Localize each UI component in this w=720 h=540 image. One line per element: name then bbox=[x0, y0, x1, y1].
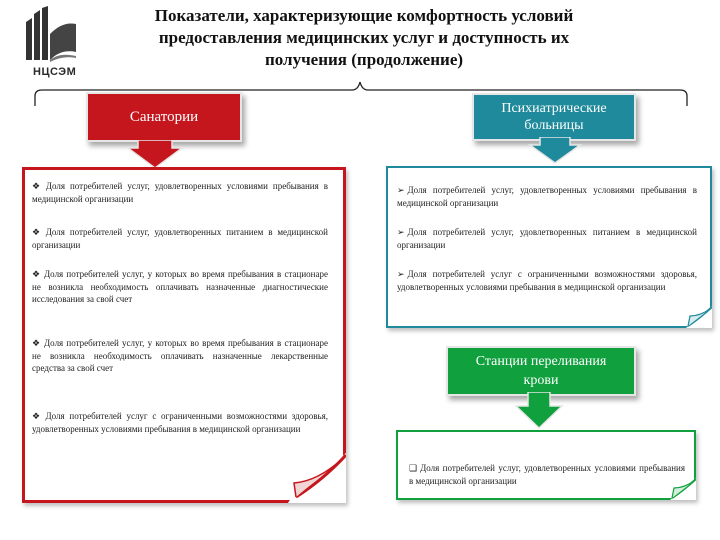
page-curl-icon bbox=[686, 306, 712, 328]
diamond-bullet-icon: ❖ bbox=[32, 412, 43, 422]
blood-header-line-1: Станции переливания bbox=[475, 354, 607, 369]
page-curl-icon bbox=[288, 453, 346, 503]
red-down-arrow-icon bbox=[125, 140, 185, 169]
title-line-3: получения (продолжение) bbox=[264, 50, 464, 69]
logo-icon bbox=[26, 6, 76, 62]
blood-header: Станции переливания крови bbox=[446, 346, 636, 396]
blue-down-arrow-icon bbox=[527, 137, 583, 164]
blood-header-line-2: крови bbox=[523, 373, 559, 388]
arrowhead-bullet-icon: ➢ bbox=[397, 186, 405, 196]
title-line-1: Показатели, характеризующие комфортность… bbox=[154, 6, 574, 25]
page-title: Показатели, характеризующие комфортность… bbox=[150, 5, 578, 71]
psych-header-line-1: Психиатрические bbox=[501, 101, 607, 116]
psych-header-line-2: больницы bbox=[524, 118, 584, 133]
page-curl-icon bbox=[670, 478, 696, 500]
list-item: ❑Доля потребителей услуг, удовлетворенны… bbox=[409, 463, 685, 486]
sanatorii-header-label: Санатории bbox=[129, 108, 199, 125]
list-item: ➢Доля потребителей услуг, удовлетворенны… bbox=[397, 227, 697, 250]
arrowhead-bullet-icon: ➢ bbox=[397, 270, 405, 280]
diamond-bullet-icon: ❖ bbox=[32, 228, 43, 238]
list-item: ❖Доля потребителей услуг, удовлетворенны… bbox=[32, 227, 329, 250]
list-item: ❖Доля потребителей услуг, у которых во в… bbox=[32, 338, 328, 373]
list-item: ➢Доля потребителей услуг с ограниченными… bbox=[397, 269, 697, 292]
logo-text: НЦСЭМ bbox=[33, 66, 77, 78]
checkbox-bullet-icon: ❑ bbox=[409, 464, 418, 474]
diamond-bullet-icon: ❖ bbox=[32, 339, 42, 349]
blood-panel: ❑Доля потребителей услуг, удовлетворенны… bbox=[396, 430, 696, 500]
diamond-bullet-icon: ❖ bbox=[32, 182, 43, 192]
list-item: ❖Доля потребителей услуг с ограниченными… bbox=[32, 411, 328, 434]
psych-panel: ➢Доля потребителей услуг, удовлетворенны… bbox=[386, 166, 712, 328]
sanatorii-header: Санатории bbox=[86, 92, 242, 142]
brace-divider bbox=[34, 81, 688, 106]
arrowhead-bullet-icon: ➢ bbox=[397, 228, 405, 238]
green-down-arrow-icon bbox=[514, 392, 564, 430]
list-item: ❖Доля потребителей услуг, у которых во в… bbox=[32, 269, 328, 304]
title-line-2: предоставления медицинских услуг и досту… bbox=[158, 28, 570, 47]
list-item: ➢Доля потребителей услуг, удовлетворенны… bbox=[397, 185, 697, 208]
psych-header: Психиатрические больницы bbox=[472, 93, 636, 141]
list-item: ❖Доля потребителей услуг, удовлетворенны… bbox=[32, 181, 328, 204]
sanatorii-panel: ❖Доля потребителей услуг, удовлетворенны… bbox=[22, 167, 346, 503]
diamond-bullet-icon: ❖ bbox=[32, 270, 42, 280]
